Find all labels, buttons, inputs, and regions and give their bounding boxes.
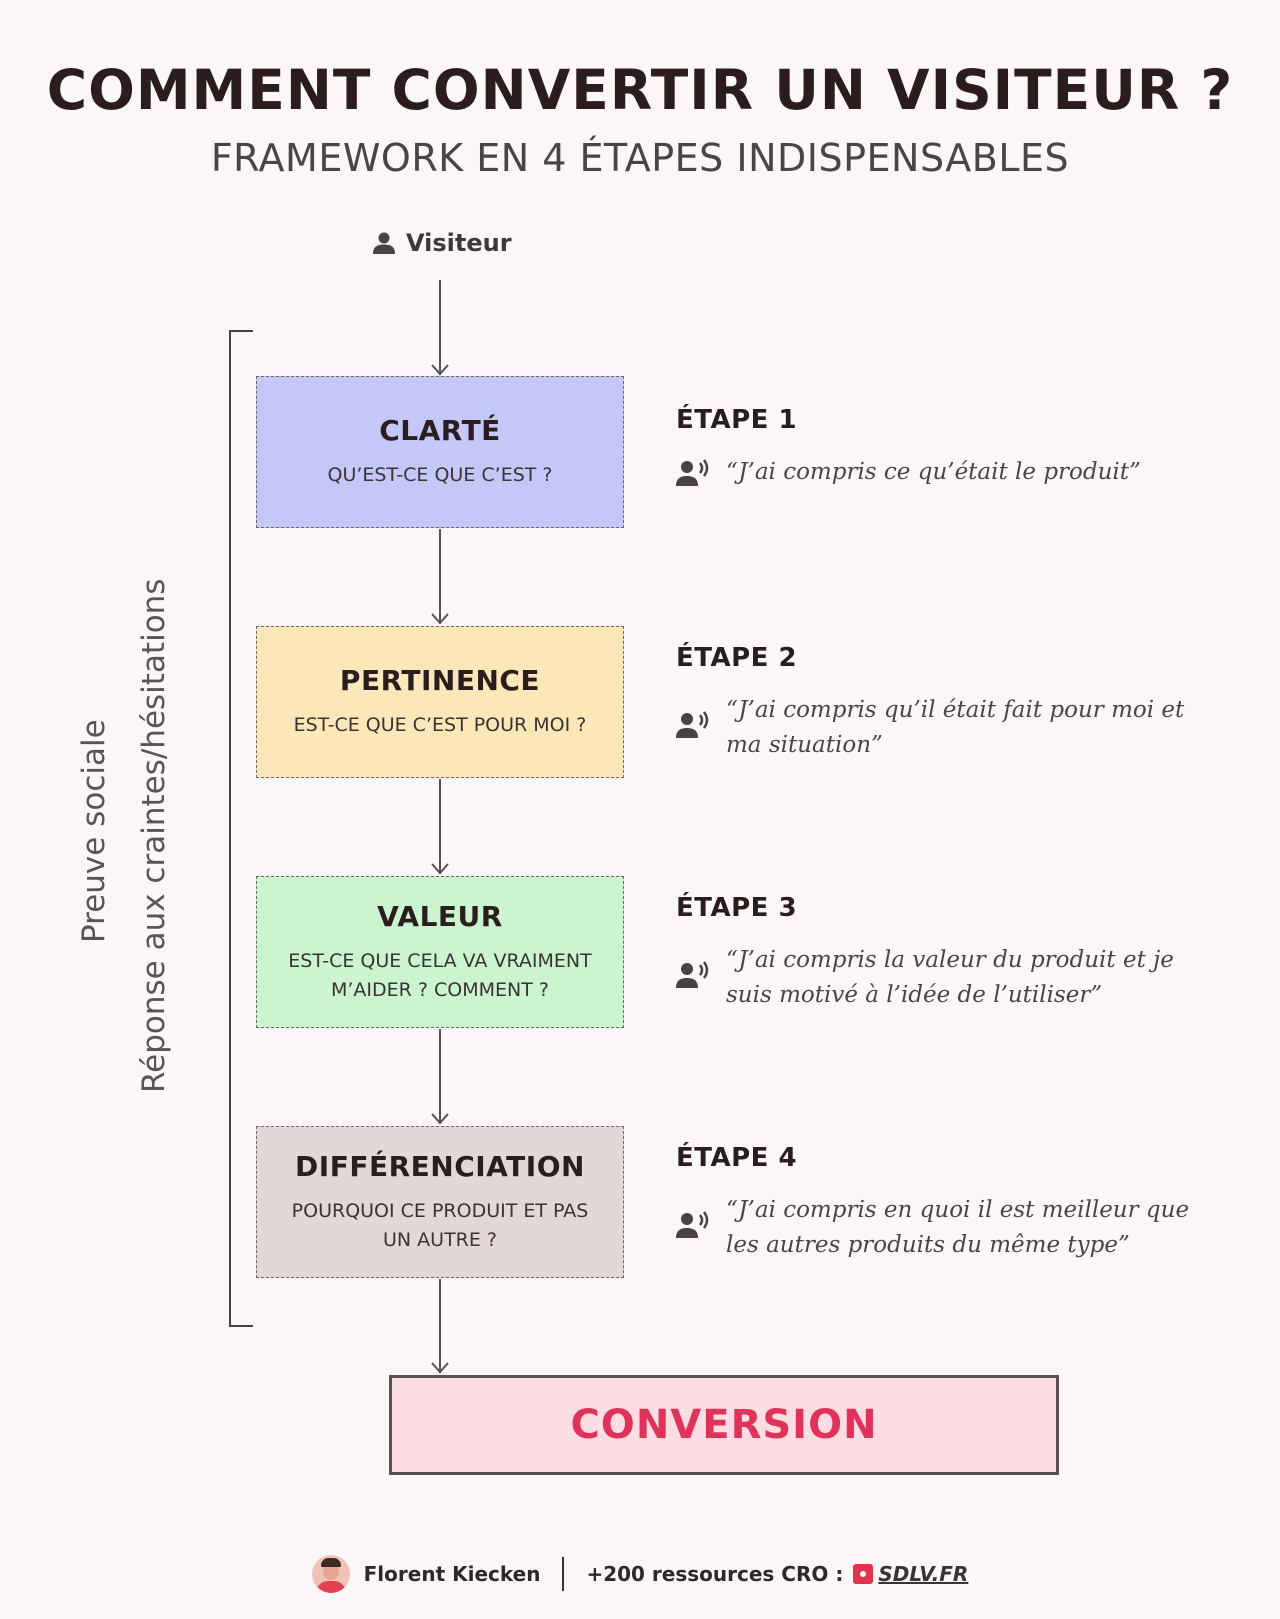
speaking-person-icon — [676, 459, 709, 486]
conversion-label: CONVERSION — [570, 1402, 878, 1448]
arrowhead — [431, 863, 449, 875]
step-quote-row: “J’ai compris la valeur du produit et je… — [676, 943, 1226, 1013]
step-question: QU’EST-CE QUE C’EST ? — [327, 464, 553, 486]
arrowhead — [431, 1113, 449, 1125]
side-label-social-proof: Preuve sociale — [76, 719, 112, 943]
step-name: VALEUR — [377, 899, 503, 933]
footer: Florent Kiecken +200 ressources CRO : SD… — [0, 1555, 1280, 1593]
step-question: EST-CE QUE C’EST POUR MOI ? — [293, 714, 587, 736]
step-quote-row: “J’ai compris en quoi il est meilleur qu… — [676, 1193, 1226, 1263]
step-box-clarte: CLARTÉ QU’EST-CE QUE C’EST ? — [256, 376, 624, 528]
step-name: CLARTÉ — [379, 414, 501, 447]
step-box-pertinence: PERTINENCE EST-CE QUE C’EST POUR MOI ? — [256, 626, 624, 778]
author-name: Florent Kiecken — [363, 1562, 541, 1586]
step-box-valeur: VALEUR EST-CE QUE CELA VA VRAIMENT M’AID… — [256, 876, 624, 1028]
step-quote-row: “J’ai compris qu’il était fait pour moi … — [676, 693, 1226, 763]
author-avatar — [311, 1555, 350, 1593]
page-subtitle: FRAMEWORK EN 4 ÉTAPES INDISPENSABLES — [210, 136, 1070, 180]
connector-visitor-step1 — [439, 280, 441, 375]
visitor-label: Visiteur — [406, 229, 512, 257]
connector-step4-conversion — [439, 1279, 441, 1373]
arrowhead — [431, 613, 449, 625]
connector-step3-step4 — [439, 1029, 441, 1124]
visitor-start-node: Visiteur — [372, 229, 512, 257]
speaking-person-icon — [676, 961, 709, 988]
connector-step1-step2 — [439, 529, 441, 624]
step-label: ÉTAPE 3 — [676, 893, 798, 923]
location-pin-icon — [853, 1564, 874, 1584]
step-quote: “J’ai compris ce qu’était le produit” — [726, 459, 1141, 485]
step-name: PERTINENCE — [339, 664, 541, 697]
user-icon — [373, 232, 395, 254]
step-question: EST-CE QUE CELA VA VRAIMENT M’AIDER ? CO… — [288, 949, 592, 1001]
step-label: ÉTAPE 2 — [676, 643, 798, 673]
step-quote: “J’ai compris la valeur du produit et je… — [726, 947, 1174, 1008]
arrowhead — [431, 364, 449, 376]
step-box-differenciation: DIFFÉRENCIATION POURQUOI CE PRODUIT ET P… — [256, 1126, 624, 1278]
side-label-objections: Réponse aux craintes/hésitations — [136, 578, 172, 1093]
speaking-person-icon — [676, 1211, 709, 1238]
speaking-person-icon — [676, 711, 709, 738]
step-label: ÉTAPE 1 — [676, 405, 798, 435]
footer-divider — [562, 1557, 565, 1591]
step-quote-row: “J’ai compris ce qu’était le produit” — [676, 455, 1226, 490]
conversion-box: CONVERSION — [389, 1375, 1059, 1475]
step-quote: “J’ai compris qu’il était fait pour moi … — [726, 697, 1185, 758]
page-title: COMMENT CONVERTIR UN VISITEUR ? — [46, 58, 1234, 122]
arrowhead — [431, 1362, 449, 1374]
site-link[interactable]: SDLV.FR — [878, 1562, 969, 1586]
connector-step2-step3 — [439, 779, 441, 874]
step-name: DIFFÉRENCIATION — [295, 1149, 585, 1183]
resources-text: +200 ressources CRO : — [586, 1562, 844, 1586]
step-quote: “J’ai compris en quoi il est meilleur qu… — [726, 1197, 1190, 1258]
step-question: POURQUOI CE PRODUIT ET PAS UN AUTRE ? — [291, 1199, 589, 1251]
steps-bracket — [229, 330, 253, 1327]
step-label: ÉTAPE 4 — [676, 1143, 798, 1173]
